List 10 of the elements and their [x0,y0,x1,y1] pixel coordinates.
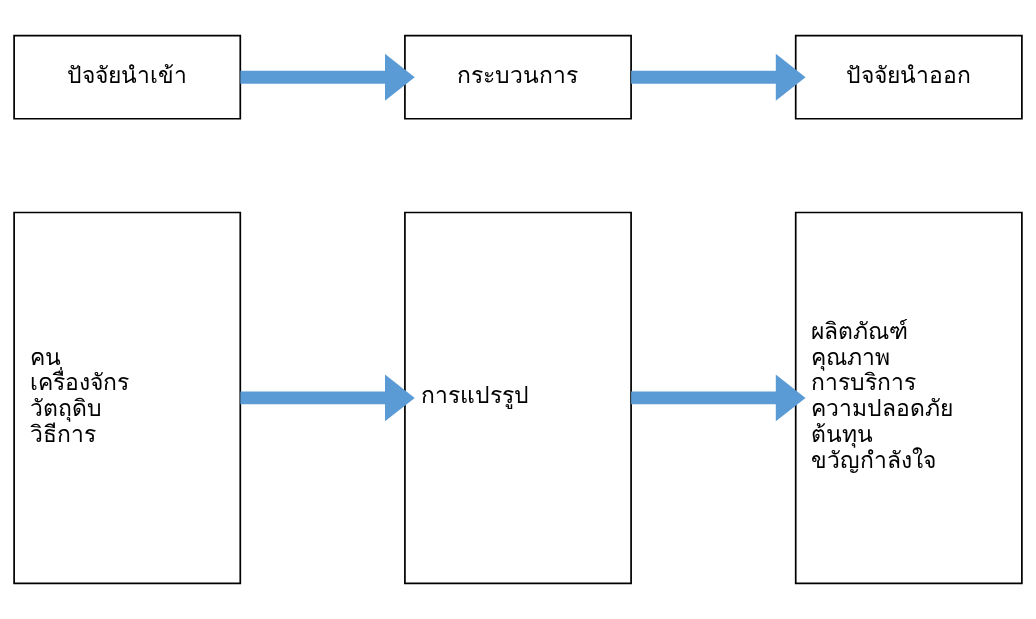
arrow [240,53,415,101]
node-box: ผลิตภัณฑ์ คุณภาพ การบริการ ความปลอดภัย ต้นทุน ขวัญกำลังใจ [794,211,1023,585]
node-box: คน เครื่องจักร วัตถุดิบ วิธีการ [13,211,242,585]
node-box: การแปรรูป [404,211,632,585]
node-box: กระบวนการ [404,34,632,120]
arrow [631,53,806,101]
node-box: ปัจจัยนำเข้า [13,34,242,120]
arrow [240,374,415,422]
node-box: ปัจจัยนำออก [794,34,1023,120]
arrow [631,374,806,422]
